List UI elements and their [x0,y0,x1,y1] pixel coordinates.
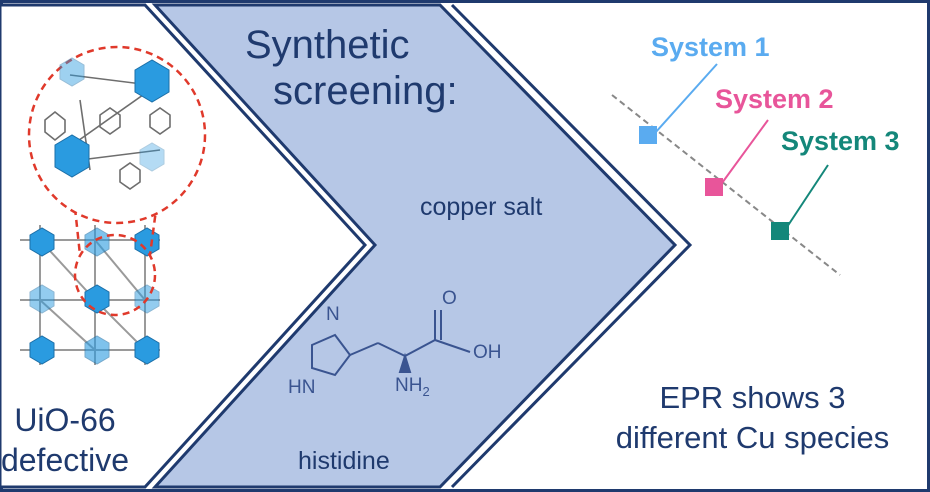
system-1-leader [654,63,718,134]
epr-systems-plot [611,63,841,276]
step-3-chevron-edge [450,3,693,489]
screening-title-line-1: Synthetic [245,23,410,67]
system-2-marker [705,178,723,196]
uio66-label-line-2: defective [0,442,130,478]
uio66-label-line-1: UiO-66 [14,402,116,438]
atom-nh2-subscript: 2 [422,383,430,399]
histidine-molecule [311,310,471,377]
reagent-histidine: histidine [298,447,390,475]
epr-result-line-1: EPR shows 3 [659,380,846,415]
screening-title: Synthetic screening: [245,22,458,114]
atom-oh: OH [473,342,502,363]
system-3-marker [771,222,789,240]
epr-result-text: EPR shows 3 different Cu species [580,378,925,458]
atom-o: O [442,288,457,309]
screening-title-line-2: screening: [273,69,458,113]
atom-hn: HN [288,377,316,398]
atom-nh2: NH2 [395,375,430,399]
atom-nh2-main: NH [395,375,423,396]
system-1-label: System 1 [651,32,770,62]
mof-structure-illustration [20,45,207,365]
system-1-marker [639,126,657,144]
step-2-chevron [151,3,678,489]
trend-dashed-line [611,94,841,276]
system-3-leader [786,164,829,228]
epr-result-line-2: different Cu species [615,420,890,455]
system-3-label: System 3 [781,126,900,156]
system-2-leader [721,119,769,184]
reagent-copper-salt: copper salt [420,193,543,221]
system-2-label: System 2 [715,84,834,114]
uio66-label: UiO-66 defective [0,400,135,480]
atom-n: N [326,304,340,325]
